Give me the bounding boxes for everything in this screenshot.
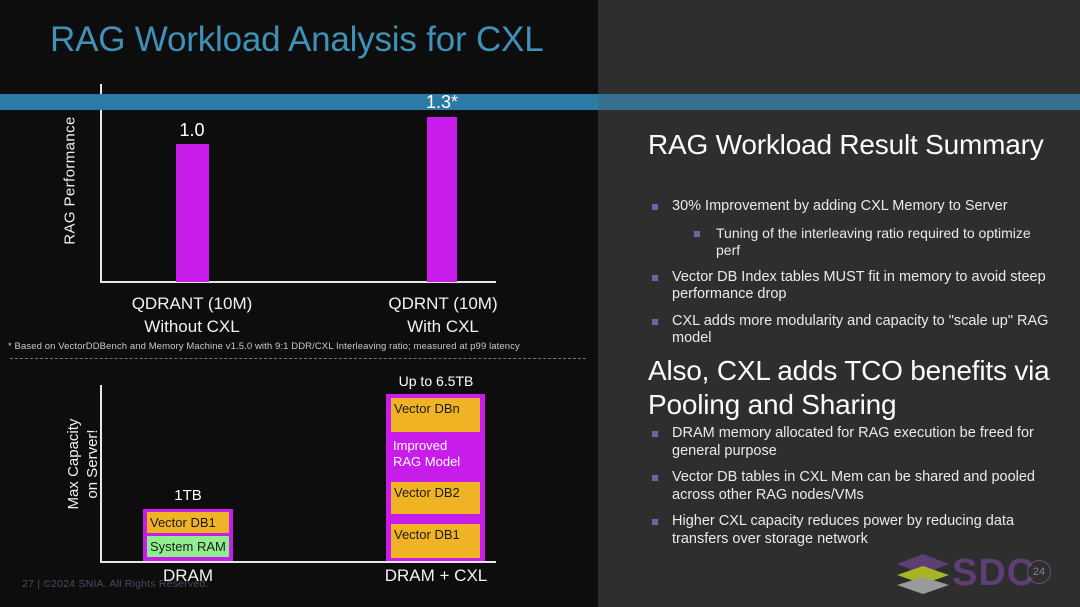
chart2-y-axis xyxy=(100,385,102,562)
chart1-y-axis xyxy=(100,84,102,282)
chart1-x-axis xyxy=(100,281,496,283)
chart1-bar-without-cxl xyxy=(176,144,209,282)
chart2-segment-vector-db2: Vector DB2 xyxy=(391,482,480,514)
chart1-category-1-line2: Without CXL xyxy=(144,317,240,336)
chart1-category-label-1: QDRANT (10M) Without CXL xyxy=(122,292,262,338)
chart2-segment-improved-rag-model: Improved RAG Model xyxy=(393,438,461,469)
chart2-y-axis-label-line1: Max Capacity xyxy=(65,418,82,510)
section-divider xyxy=(10,358,586,359)
bullet-text: Higher CXL capacity reduces power by red… xyxy=(672,513,1015,547)
chart1-value-label-2: 1.3* xyxy=(425,92,459,112)
chart2-category-label-dram-cxl: DRAM + CXL xyxy=(384,566,488,585)
bullet-item-sub: Tuning of the interleaving ratio require… xyxy=(648,225,1058,260)
chart2-x-axis xyxy=(100,561,496,563)
chart1-category-2-line1: QDRNT (10M) xyxy=(388,294,498,313)
chart2-capacity-label-cxl: Up to 6.5TB xyxy=(398,373,474,389)
max-capacity-chart: Max Capacity on Server! 1TB Vector DB1 S… xyxy=(0,373,598,590)
chart1-value-label-1: 1.0 xyxy=(179,120,205,140)
bullet-text: CXL adds more modularity and capacity to… xyxy=(672,312,1049,347)
chart2-segment-vector-db1-cxl: Vector DB1 xyxy=(391,524,480,558)
bullet-marker-icon xyxy=(652,274,658,281)
rag-performance-chart: RAG Performance 1.0 1.3* QDRANT (10M) Wi… xyxy=(0,84,598,350)
bullet-marker-icon xyxy=(694,230,700,237)
stacked-layers-icon xyxy=(897,554,949,594)
chart2-stack-dram-cxl: Vector DBn Improved RAG Model Vector DB2… xyxy=(386,394,485,561)
bullet-marker-icon xyxy=(652,204,658,210)
chart2-stack-dram: Vector DB1 System RAM xyxy=(143,509,233,561)
bullet-marker-icon xyxy=(652,431,658,437)
chart1-category-2-line2: With CXL xyxy=(407,317,479,336)
bullet-item: DRAM memory allocated for RAG execution … xyxy=(648,425,1058,460)
sdc-logo-year-badge: 24 xyxy=(1027,560,1051,584)
bullet-text: DRAM memory allocated for RAG execution … xyxy=(672,425,1034,459)
chart1-category-1-line1: QDRANT (10M) xyxy=(131,294,253,313)
chart2-y-axis-label-line2: on Server! xyxy=(84,429,101,499)
sdc-logo-text: SDC xyxy=(952,552,1036,594)
summary-heading-1: RAG Workload Result Summary xyxy=(648,129,1044,160)
bullet-item: Higher CXL capacity reduces power by red… xyxy=(648,513,1058,548)
bullet-marker-icon xyxy=(652,519,658,525)
chart2-category-label-dram: DRAM xyxy=(162,566,214,585)
bullet-marker-icon xyxy=(652,475,658,481)
chart1-y-axis-label: RAG Performance xyxy=(61,116,79,245)
slide-footer: 27 | ©2024 SNIA. All Rights Reserved. xyxy=(22,578,209,590)
chart1-bar-with-cxl xyxy=(427,117,457,282)
bullet-text: Vector DB tables in CXL Mem can be share… xyxy=(672,469,1035,503)
bullet-text: Tuning of the interleaving ratio require… xyxy=(716,224,1031,259)
chart2-capacity-label-dram: 1TB xyxy=(174,487,202,504)
summary-heading-2: Also, CXL adds TCO benefits via Pooling … xyxy=(648,355,1050,420)
summary-bullet-list-1: 30% Improvement by adding CXL Memory to … xyxy=(648,198,1058,357)
bullet-text: 30% Improvement by adding CXL Memory to … xyxy=(672,198,1008,214)
chart2-segment-system-ram: System RAM xyxy=(147,536,229,557)
bullet-item: Vector DB tables in CXL Mem can be share… xyxy=(648,469,1058,504)
sdc-logo: SDC 24 xyxy=(895,552,1065,600)
chart2-segment-vector-db1: Vector DB1 xyxy=(147,512,229,533)
bullet-text: Vector DB Index tables MUST fit in memor… xyxy=(672,268,1046,303)
page-title: RAG Workload Analysis for CXL xyxy=(50,20,544,59)
chart1-category-label-2: QDRNT (10M) With CXL xyxy=(373,292,513,338)
bullet-marker-icon xyxy=(652,318,658,325)
accent-band-right xyxy=(598,94,1080,110)
chart-footnote: * Based on VectorDDBench and Memory Mach… xyxy=(8,341,520,352)
chart2-segment-vector-dbn: Vector DBn xyxy=(391,398,480,432)
chart2-y-axis-label: Max Capacity on Server! xyxy=(64,389,102,539)
bullet-item: 30% Improvement by adding CXL Memory to … xyxy=(648,198,1058,216)
bullet-item: Vector DB Index tables MUST fit in memor… xyxy=(648,269,1058,304)
bullet-item: CXL adds more modularity and capacity to… xyxy=(648,313,1058,348)
summary-bullet-list-2: DRAM memory allocated for RAG execution … xyxy=(648,425,1058,557)
